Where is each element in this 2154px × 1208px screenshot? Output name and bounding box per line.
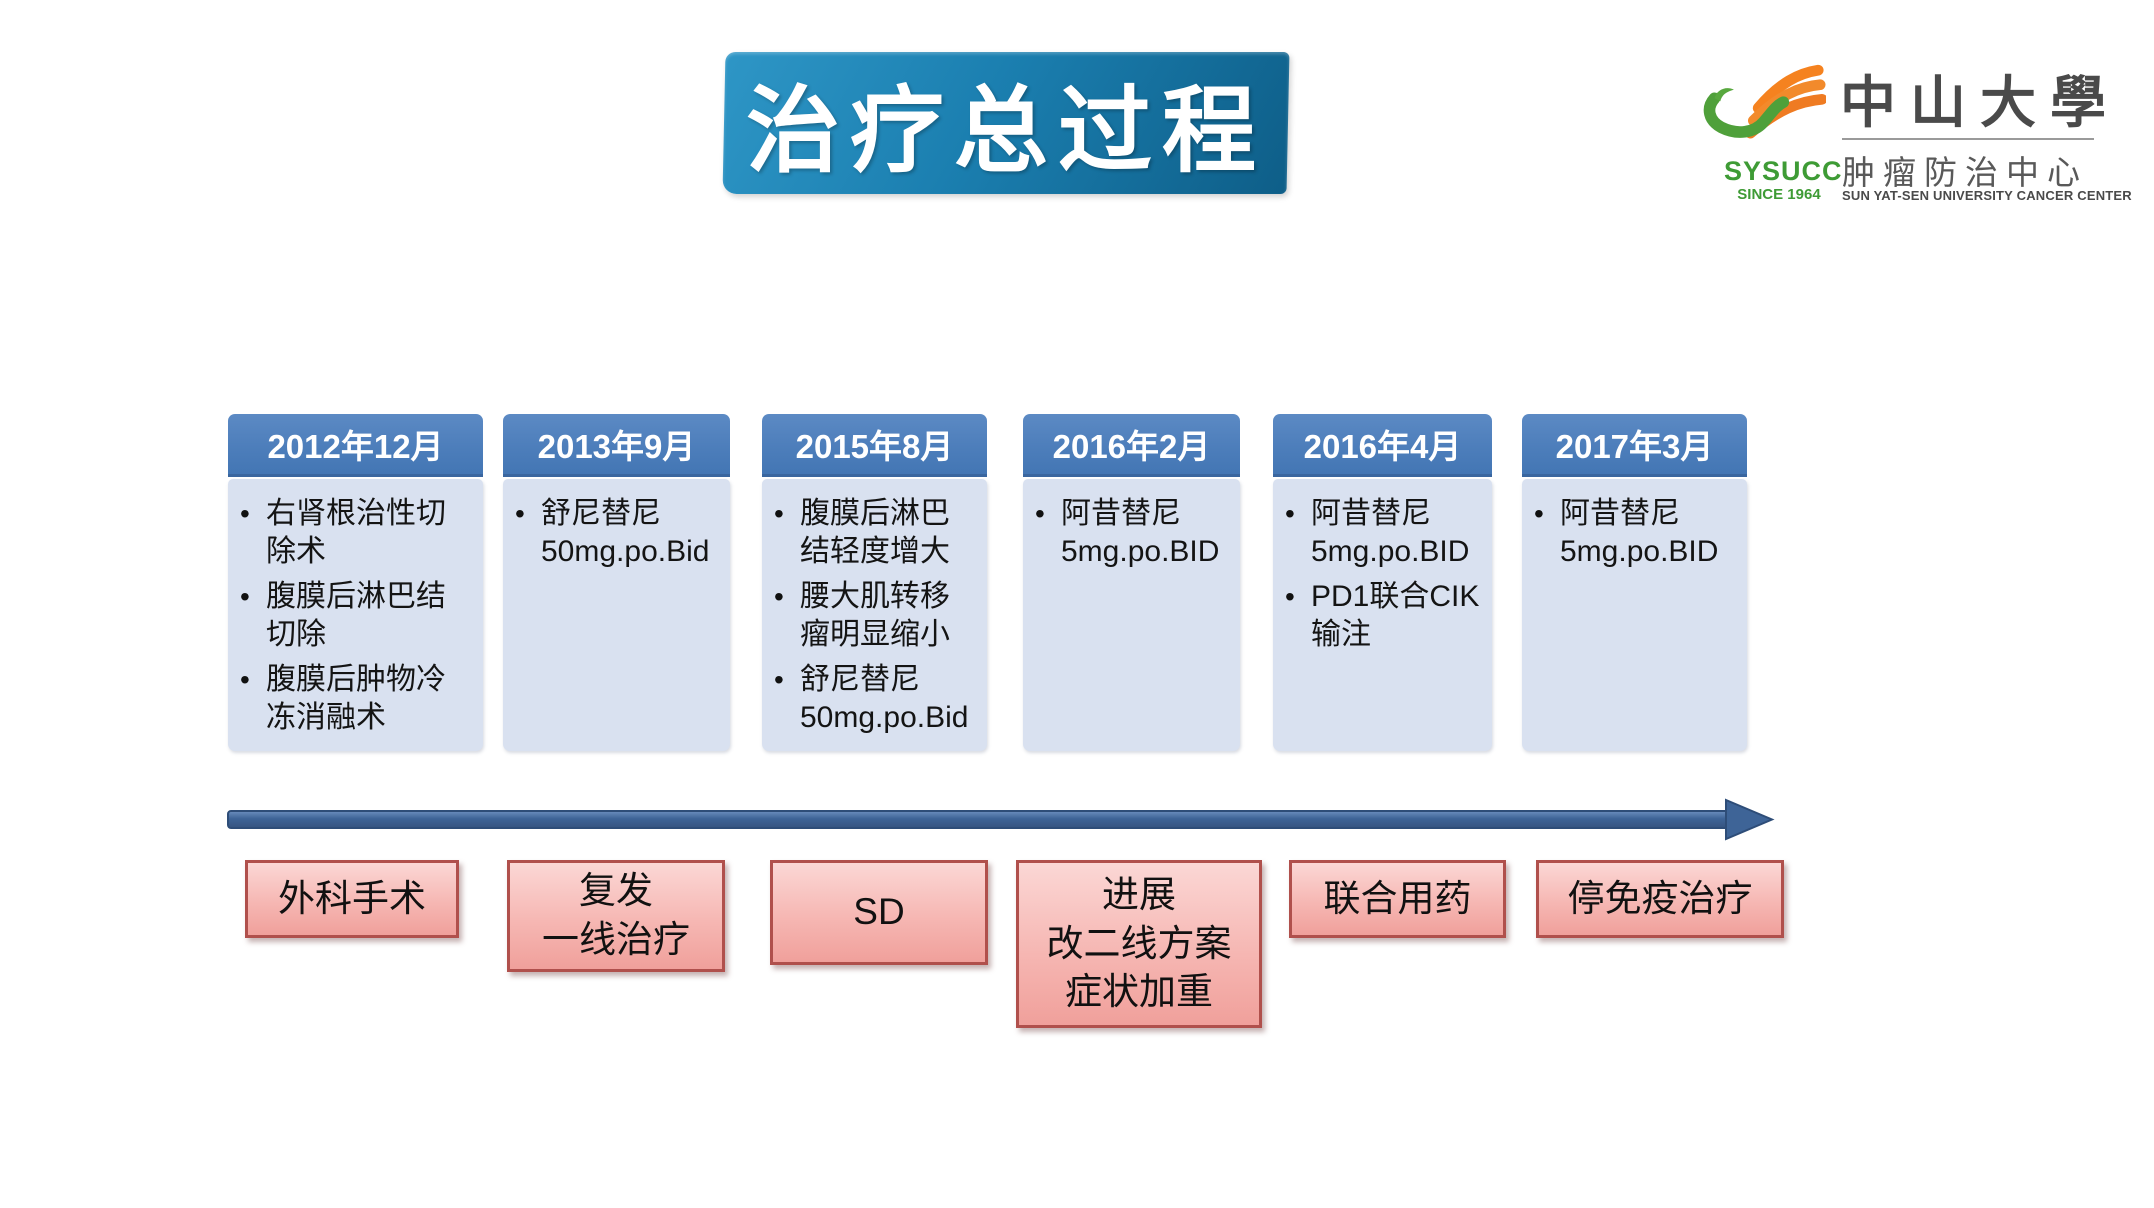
bullet-icon: •	[515, 498, 525, 529]
bullet-icon: •	[774, 498, 784, 529]
sysucc-logo: SYSUCC SINCE 1964 中山大學 肿瘤防治中心 SUN YAT-SE…	[1700, 52, 2132, 212]
event-text: 腰大肌转移 瘤明显缩小	[800, 580, 950, 651]
stage-box: 复发 一线治疗	[507, 860, 725, 972]
logo-sysucc-label: SYSUCC	[1724, 156, 1843, 186]
bird-wing-swoosh-icon	[1703, 64, 1826, 139]
timeline-event: • 右肾根治性切 除术	[240, 495, 473, 571]
timeline-event: • 阿昔替尼 5mg.po.BID	[1035, 495, 1230, 571]
event-text: 阿昔替尼 5mg.po.BID	[1560, 497, 1719, 568]
logo-since-label: SINCE 1964	[1737, 186, 1821, 203]
arrow-head	[1725, 798, 1775, 841]
bullet-icon: •	[1285, 581, 1295, 612]
title-banner: 治疗总过程	[722, 52, 1290, 194]
event-text: 舒尼替尼 50mg.po.Bid	[541, 497, 710, 568]
timeline-arrow	[220, 797, 1785, 843]
timeline-event: • 腹膜后淋巴 结轻度增大	[774, 495, 977, 571]
event-text: 腹膜后肿物冷 冻消融术	[266, 663, 446, 734]
bullet-icon: •	[774, 664, 784, 695]
bullet-icon: •	[240, 498, 250, 529]
bullet-icon: •	[1035, 498, 1045, 529]
timeline-column: 2012年12月 • 右肾根治性切 除术 • 腹膜后淋巴结 切除 • 腹膜后肿物…	[228, 414, 483, 751]
bullet-icon: •	[1285, 498, 1295, 529]
stage-label: 复发 一线治疗	[542, 870, 690, 960]
page-title: 治疗总过程	[745, 76, 1266, 186]
timeline-events: • 阿昔替尼 5mg.po.BID	[1023, 479, 1240, 751]
timeline-event: • 腹膜后淋巴结 切除	[240, 578, 473, 654]
logo-divider	[1842, 138, 2094, 140]
stage-label: 外科手术	[278, 877, 426, 919]
timeline-events: • 舒尼替尼 50mg.po.Bid	[503, 479, 730, 751]
stage-box: 外科手术	[245, 860, 459, 938]
event-text: 腹膜后淋巴结 切除	[266, 580, 446, 651]
event-text: 阿昔替尼 5mg.po.BID	[1311, 497, 1470, 568]
timeline-event: • 阿昔替尼 5mg.po.BID	[1534, 495, 1737, 571]
timeline-event: • 腹膜后肿物冷 冻消融术	[240, 661, 473, 737]
stage-box: 联合用药	[1289, 860, 1506, 938]
timeline-events: • 腹膜后淋巴 结轻度增大 • 腰大肌转移 瘤明显缩小 • 舒尼替尼 50mg.…	[762, 479, 987, 751]
event-text: 舒尼替尼 50mg.po.Bid	[800, 663, 969, 734]
timeline-event: • 舒尼替尼 50mg.po.Bid	[774, 661, 977, 737]
timeline-event: • 腰大肌转移 瘤明显缩小	[774, 578, 977, 654]
event-text: 右肾根治性切 除术	[266, 497, 446, 568]
stage-label: 停免疫治疗	[1567, 877, 1753, 919]
logo-center-name-en: SUN YAT-SEN UNIVERSITY CANCER CENTER	[1842, 188, 2132, 203]
bullet-icon: •	[1534, 498, 1544, 529]
event-text: 阿昔替尼 5mg.po.BID	[1061, 497, 1220, 568]
timeline-events: • 阿昔替尼 5mg.po.BID • PD1联合CIK 输注	[1273, 479, 1492, 751]
event-text: PD1联合CIK 输注	[1311, 580, 1480, 651]
timeline-date: 2015年8月	[762, 414, 987, 477]
bullet-icon: •	[240, 581, 250, 612]
timeline-column: 2016年4月 • 阿昔替尼 5mg.po.BID • PD1联合CIK 输注	[1273, 414, 1492, 751]
bullet-icon: •	[240, 664, 250, 695]
stage-box: 进展 改二线方案 症状加重	[1016, 860, 1262, 1028]
timeline-date: 2013年9月	[503, 414, 730, 477]
arrow-shaft	[227, 810, 1731, 829]
stage-label: 进展 改二线方案 症状加重	[1046, 873, 1232, 1013]
timeline-column: 2017年3月 • 阿昔替尼 5mg.po.BID	[1522, 414, 1747, 751]
timeline-date: 2017年3月	[1522, 414, 1747, 477]
logo-center-name-cn: 肿瘤防治中心	[1842, 154, 2088, 191]
logo-university-name: 中山大學	[1840, 70, 2120, 136]
bullet-icon: •	[774, 581, 784, 612]
timeline-events: • 阿昔替尼 5mg.po.BID	[1522, 479, 1747, 751]
stage-box: SD	[770, 860, 988, 965]
stage-label: 联合用药	[1323, 877, 1472, 919]
timeline-column: 2015年8月 • 腹膜后淋巴 结轻度增大 • 腰大肌转移 瘤明显缩小 • 舒尼…	[762, 414, 987, 751]
timeline-column: 2013年9月 • 舒尼替尼 50mg.po.Bid	[503, 414, 730, 751]
timeline-date: 2016年2月	[1023, 414, 1240, 477]
stage-box: 停免疫治疗	[1536, 860, 1784, 938]
timeline-event: • 阿昔替尼 5mg.po.BID	[1285, 495, 1482, 571]
timeline-event: • PD1联合CIK 输注	[1285, 578, 1482, 654]
timeline-column: 2016年2月 • 阿昔替尼 5mg.po.BID	[1023, 414, 1240, 751]
event-text: 腹膜后淋巴 结轻度增大	[800, 497, 950, 568]
timeline-date: 2016年4月	[1273, 414, 1492, 477]
timeline-date: 2012年12月	[228, 414, 483, 477]
stage-label: SD	[853, 891, 905, 933]
timeline-events: • 右肾根治性切 除术 • 腹膜后淋巴结 切除 • 腹膜后肿物冷 冻消融术	[228, 479, 483, 751]
timeline-event: • 舒尼替尼 50mg.po.Bid	[515, 495, 720, 571]
